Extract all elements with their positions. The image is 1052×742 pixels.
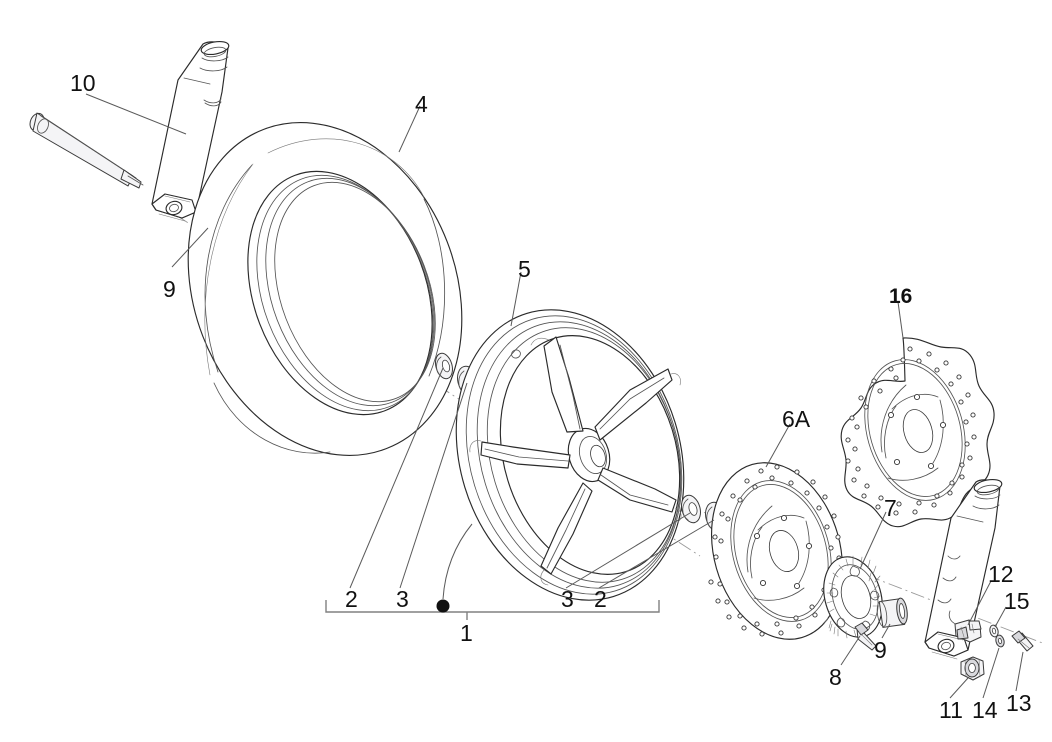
- part-tone-ring-screw: [854, 622, 877, 651]
- callout-label-15: 15: [1004, 588, 1030, 614]
- part-fork-leg-right: [924, 478, 1003, 660]
- part-wave-brake-disc: [840, 337, 995, 528]
- callout-label-14: 14: [972, 697, 998, 723]
- assembly-dot: [436, 599, 450, 613]
- part-abs-sensor: [948, 610, 982, 643]
- leader-line-3-left: [399, 382, 468, 589]
- part-axle-clamp-nut: [960, 656, 985, 681]
- part-washer: [989, 624, 999, 638]
- leader-line-2-left: [349, 367, 444, 589]
- callout-label-8: 8: [829, 664, 842, 690]
- leader-line-12: [967, 580, 992, 626]
- callout-label-3-right: 3: [561, 586, 574, 612]
- leader-line-8: [840, 635, 861, 666]
- part-abs-tone-ring: [823, 555, 883, 639]
- leader-line-9-right: [881, 623, 891, 639]
- callout-label-4: 4: [415, 91, 428, 117]
- leader-line-5: [510, 271, 522, 327]
- leader-line-2-right: [598, 519, 715, 589]
- leader-lines-group: [85, 93, 1024, 699]
- callout-label-7: 7: [884, 495, 897, 521]
- leader-line-4: [398, 105, 421, 153]
- part-front-wheel-rim: [455, 309, 685, 601]
- part-front-axle-bolt: [29, 112, 144, 189]
- leader-line-14: [982, 647, 1000, 699]
- callout-label-1: 1: [460, 620, 473, 646]
- callout-label-2-left: 2: [345, 586, 358, 612]
- leader-line-10: [85, 93, 187, 135]
- callout-label-12: 12: [988, 561, 1014, 587]
- callout-label-3-left: 3: [396, 586, 409, 612]
- leader-line-9-left: [171, 227, 209, 268]
- callout-label-6A: 6A: [782, 406, 811, 432]
- part-fork-leg-left: [151, 40, 230, 222]
- callout-label-5: 5: [518, 256, 531, 282]
- leader-line-13: [1015, 651, 1024, 692]
- part-brake-disc: [708, 462, 844, 640]
- callout-label-9-left: 9: [163, 276, 176, 302]
- part-sensor-screw: [1011, 630, 1034, 652]
- callout-label-11: 11: [939, 697, 963, 723]
- leader-line-1-dot: [442, 523, 473, 600]
- part-tire: [187, 122, 463, 456]
- callout-label-13: 13: [1006, 690, 1032, 716]
- leader-line-11: [949, 677, 969, 699]
- callout-label-10: 10: [70, 70, 96, 96]
- leader-line-15: [994, 606, 1007, 628]
- callout-label-2-right: 2: [594, 586, 607, 612]
- part-spacer-bush-right: [876, 597, 908, 628]
- callout-label-9-right: 9: [874, 637, 887, 663]
- leader-line-7: [859, 511, 887, 570]
- leader-line-6A: [765, 423, 791, 468]
- leader-line-3-right: [565, 512, 691, 589]
- part-spring-washer: [995, 634, 1005, 648]
- assembly-bracket: [325, 599, 660, 620]
- leader-line-16: [897, 301, 904, 339]
- callout-label-16: 16: [889, 285, 913, 308]
- bracket-path: [325, 600, 660, 620]
- part-bearing-seal-left: [435, 352, 453, 380]
